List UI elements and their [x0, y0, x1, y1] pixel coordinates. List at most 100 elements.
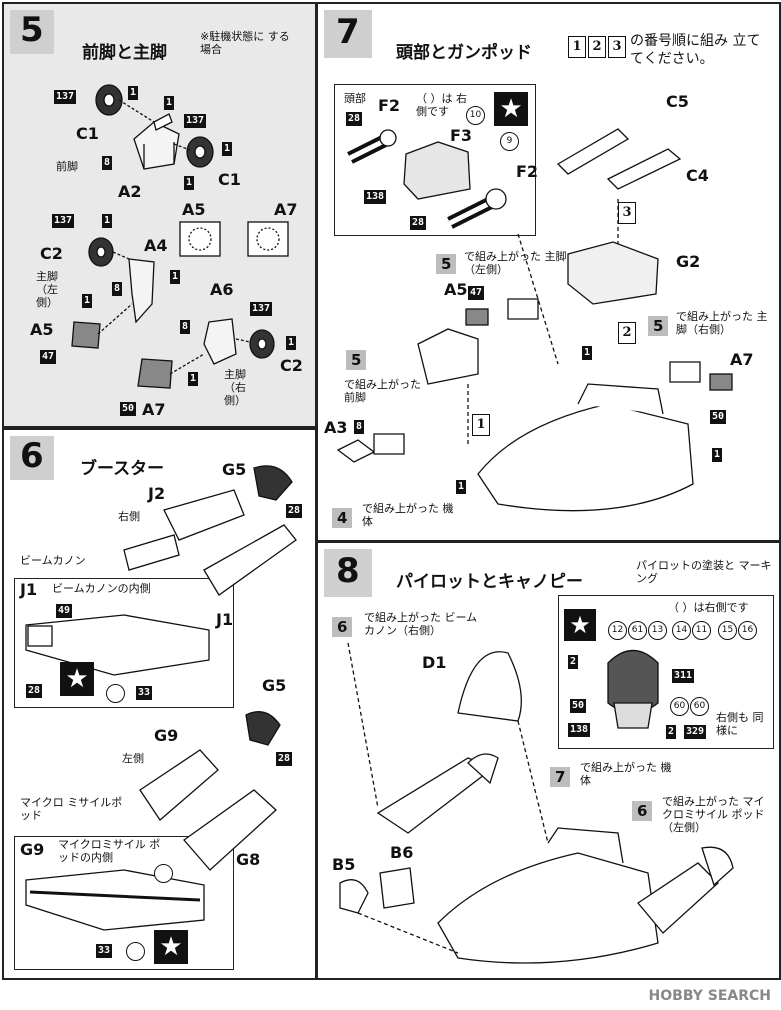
color-61: 61 [628, 621, 647, 640]
label-g9-inner: G9 [20, 840, 45, 859]
step-ref-6: 6 [332, 617, 353, 637]
step6-panel: 6 ブースター G5 28 J2 右側 ビームカノン J1 ビームカノンの内側 … [2, 428, 317, 980]
color-16: 16 [738, 621, 757, 640]
step7-number-bg [324, 10, 372, 58]
text-step4: で組み上がった 機体 [362, 502, 454, 528]
part-137: 137 [54, 90, 77, 104]
part-1: 1 [222, 142, 233, 156]
text-right-side: 右側 [118, 510, 140, 523]
part-47: 47 [40, 350, 57, 364]
part-1: 1 [582, 346, 593, 360]
step7-drawing [336, 128, 733, 512]
part-28: 28 [346, 112, 363, 126]
order-box-1: 1 [568, 36, 586, 58]
step6-number-bg [10, 436, 54, 480]
step5-number-bg [10, 10, 54, 54]
part-28: 28 [276, 752, 293, 766]
label-a5: A5 [444, 280, 468, 299]
part-28: 28 [286, 504, 303, 518]
part-33: 33 [136, 686, 153, 700]
label-c2-right: C2 [280, 356, 303, 375]
color-9: 9 [500, 132, 519, 151]
part-28: 28 [410, 216, 427, 230]
part-1: 1 [82, 294, 93, 308]
color-12: 12 [608, 621, 627, 640]
part-311: 311 [672, 669, 695, 683]
label-c1-right: C1 [218, 170, 241, 189]
part-1: 1 [286, 336, 297, 350]
step8-title: パイロットとキャノピー [396, 572, 583, 592]
step7-title: 頭部とガンポッド [396, 43, 532, 63]
part-8: 8 [112, 282, 123, 296]
part-1: 1 [188, 372, 199, 386]
label-a7: A7 [142, 400, 166, 419]
part-50: 50 [120, 402, 137, 416]
step6-title: ブースター [80, 459, 165, 479]
label-a5: A5 [30, 320, 54, 339]
color-43 [126, 942, 145, 961]
star-decal-icon: ★ [564, 609, 596, 641]
label-j1-inner: J1 [20, 580, 38, 599]
label-c5: C5 [666, 92, 689, 111]
label-a7: A7 [730, 350, 754, 369]
part-8: 8 [102, 156, 113, 170]
label-j1: J1 [216, 610, 234, 629]
part-50: 50 [710, 410, 727, 424]
part-1: 1 [128, 86, 139, 100]
part-138: 138 [568, 723, 591, 737]
step5-panel: 5 前脚と主脚 ※駐機状態に する場合 C1 C1 A2 A5 A7 [2, 2, 317, 428]
part-49: 49 [56, 604, 73, 618]
part-8: 8 [354, 420, 365, 434]
text-head: 頭部 [344, 92, 366, 105]
label-g9: G9 [154, 726, 179, 745]
text-paren-right: （ ）は 右側です [416, 92, 467, 118]
color-15: 15 [718, 621, 737, 640]
text-step5-right: で組み上がった 主脚（右側） [676, 310, 768, 336]
beam-cannon-inner-frame [14, 578, 234, 708]
part-138: 138 [364, 190, 387, 204]
order-box-3: 3 [618, 202, 636, 224]
star-decal-icon: ★ [494, 92, 528, 126]
label-c2-left: C2 [40, 244, 63, 263]
label-j2: J2 [148, 484, 166, 503]
label-g5-lower: G5 [262, 676, 287, 695]
part-28: 28 [26, 684, 43, 698]
watermark: HOBBY SEARCH [648, 988, 771, 1004]
text-step5-front: で組み上がった 前脚 [344, 378, 421, 404]
part-2: 2 [568, 655, 579, 669]
part-329: 329 [684, 725, 707, 739]
text-step7-body: で組み上がった 機体 [580, 761, 672, 787]
label-a5-box: A5 [182, 200, 206, 219]
color-60: 60 [670, 697, 689, 716]
step6-drawing [25, 465, 297, 931]
step5-title: 前脚と主脚 [82, 43, 167, 63]
label-a4: A4 [144, 236, 168, 255]
head-subassembly-frame [334, 84, 536, 236]
part-1: 1 [184, 176, 195, 190]
part-1: 1 [456, 480, 467, 494]
part-2: 2 [666, 725, 677, 739]
label-a3: A3 [324, 418, 348, 437]
label-c1-left: C1 [76, 124, 99, 143]
step8-panel: 8 パイロットとキャノピー パイロットの塗装と マーキング （ ）は右側です ★… [316, 541, 781, 980]
text-pilot-paint: パイロットの塗装と マーキング [636, 559, 772, 585]
label-a2: A2 [118, 182, 142, 201]
label-f2-upper: F2 [378, 96, 401, 115]
label-d1: D1 [422, 653, 447, 672]
part-8: 8 [180, 320, 191, 334]
step8-drawing [339, 642, 734, 964]
text-micro-inner: マイクロミサイル ポッドの内側 [58, 838, 161, 864]
step6-number: 6 [20, 436, 44, 476]
text-same-right: 右側も 同様に [716, 711, 764, 737]
label-b6: B6 [390, 843, 414, 862]
color-11: 11 [692, 621, 711, 640]
part-137: 137 [52, 214, 75, 228]
step-ref-6: 6 [632, 801, 653, 821]
text-step6-missile: で組み上がった マイクロミサイル ポッド（左側） [662, 795, 765, 834]
step-ref-5: 5 [436, 254, 457, 274]
label-g5-upper: G5 [222, 460, 247, 479]
step-ref-5: 5 [346, 350, 367, 370]
text-beam-inner: ビームカノンの内側 [52, 582, 151, 595]
star-decal-icon: ★ [60, 662, 94, 696]
color-43 [106, 684, 125, 703]
